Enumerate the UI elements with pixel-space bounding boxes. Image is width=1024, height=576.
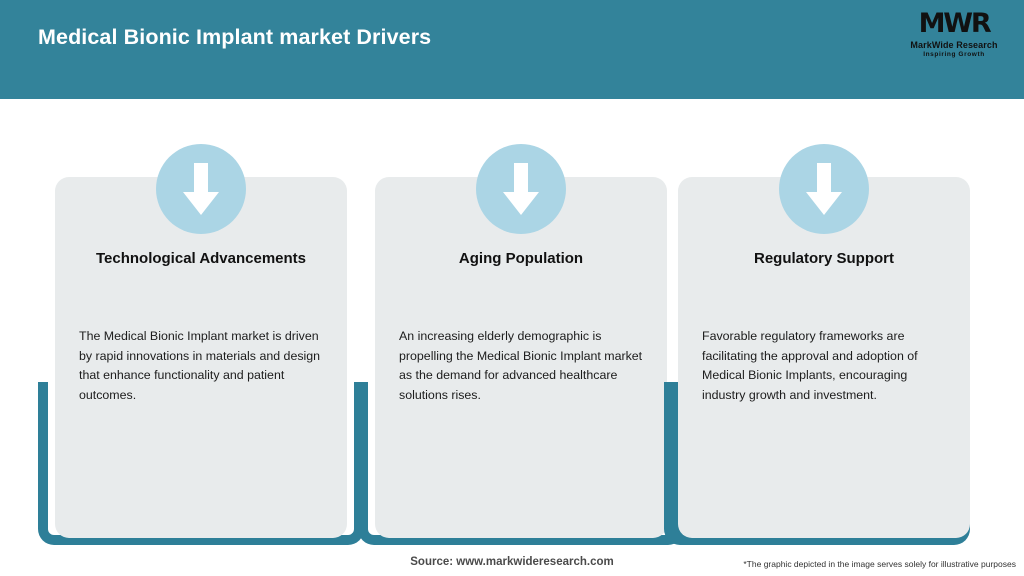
card-panel: Aging Population An increasing elderly d… <box>375 177 667 538</box>
arrow-down-icon <box>476 144 566 234</box>
card-body-text: Favorable regulatory frameworks are faci… <box>702 329 918 402</box>
source-label: Source: www.markwideresearch.com <box>410 556 614 568</box>
card-panel: Regulatory Support Favorable regulatory … <box>678 177 970 538</box>
card-title: Aging Population <box>458 250 584 267</box>
disclaimer-note: *The graphic depicted in the image serve… <box>743 559 1016 569</box>
driver-card: Aging Population An increasing elderly d… <box>358 144 684 545</box>
header-band <box>0 0 1024 99</box>
logo-monogram: MWR <box>918 8 992 39</box>
driver-card: Regulatory Support Favorable regulatory … <box>664 144 970 545</box>
driver-card: Technological Advancements The Medical B… <box>38 144 364 545</box>
brand-logo: MWR MarkWide Research Inspiring Growth <box>900 8 1008 63</box>
card-body-text: An increasing elderly demographic is pro… <box>399 329 643 402</box>
arrow-down-icon <box>156 144 246 234</box>
page-title: Medical Bionic Implant market Drivers <box>38 25 432 49</box>
card-title: Technological Advancements <box>95 250 307 267</box>
logo-company-name: MarkWide Research <box>910 40 998 50</box>
arrow-down-icon <box>779 144 869 234</box>
card-title: Regulatory Support <box>753 250 894 267</box>
logo-tagline: Inspiring Growth <box>923 51 985 58</box>
card-body-text: The Medical Bionic Implant market is dri… <box>79 329 321 402</box>
card-panel: Technological Advancements The Medical B… <box>55 177 347 538</box>
